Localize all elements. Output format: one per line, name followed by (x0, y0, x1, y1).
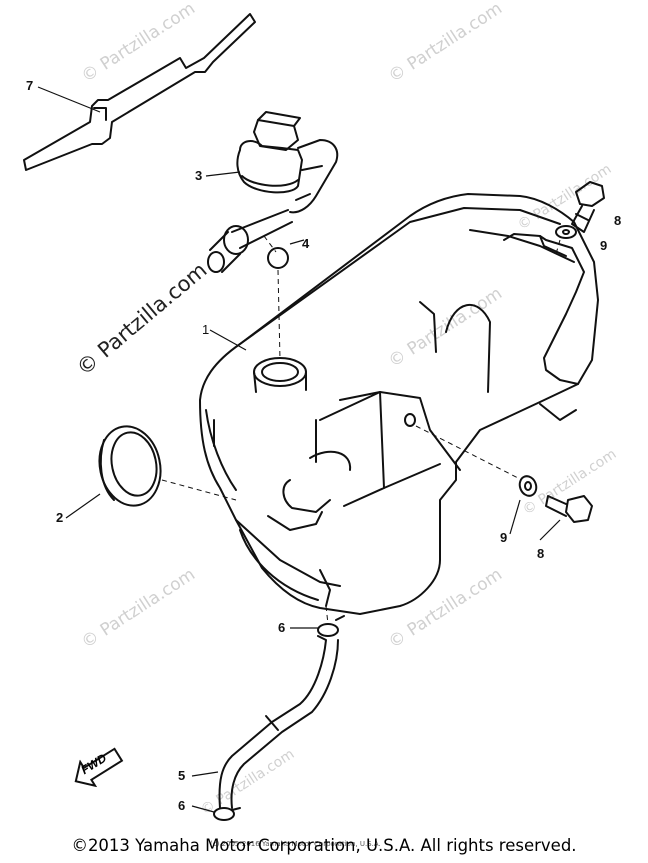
leader-1 (209, 329, 247, 351)
washer-part-9-top-inner (562, 229, 570, 235)
grommet-part-2 (98, 425, 162, 507)
leader-8a (509, 499, 521, 535)
leader-7 (37, 86, 101, 113)
callout-6b: 6 (178, 798, 186, 813)
callout-1: 1 (202, 322, 210, 337)
leader-6b (191, 805, 215, 813)
band-part-7 (23, 13, 256, 171)
leader-9b (539, 519, 561, 541)
callout-8a: 8 (614, 213, 622, 228)
forward-arrow-icon (74, 747, 124, 788)
washer-part-9-bottom (518, 475, 538, 497)
cap-part-3 (207, 111, 339, 273)
leader-3 (205, 171, 241, 177)
leader-4 (289, 239, 305, 245)
bolt-part-8-top (571, 181, 605, 233)
callout-5: 5 (178, 768, 186, 783)
bolt-part-8-bottom (545, 495, 593, 523)
clamp-part-6-bottom (213, 807, 235, 821)
callout-7: 7 (26, 78, 34, 93)
callout-6a: 6 (278, 620, 286, 635)
oil-tank-part-1 (199, 193, 599, 615)
hose-part-5 (218, 635, 339, 809)
clamp-part-6-top (317, 623, 339, 637)
washer-part-9-bottom-inner (524, 481, 532, 491)
callout-3: 3 (195, 168, 203, 183)
copyright-notice: ©2013 Yamaha Motor Corporation, U.S.A. A… (71, 836, 577, 855)
ball-part-4 (267, 247, 289, 269)
callout-2: 2 (56, 510, 64, 525)
leader-5 (191, 771, 219, 777)
leader-2 (65, 493, 101, 519)
washer-part-9-top (555, 225, 577, 239)
callout-4: 4 (302, 236, 310, 251)
callout-9a: 9 (600, 238, 608, 253)
small-copyright: (c) 2005-2016 Yamaha Motor Corporation, … (210, 840, 381, 848)
callout-9b: 9 (500, 530, 508, 545)
callout-8b: 8 (537, 546, 545, 561)
